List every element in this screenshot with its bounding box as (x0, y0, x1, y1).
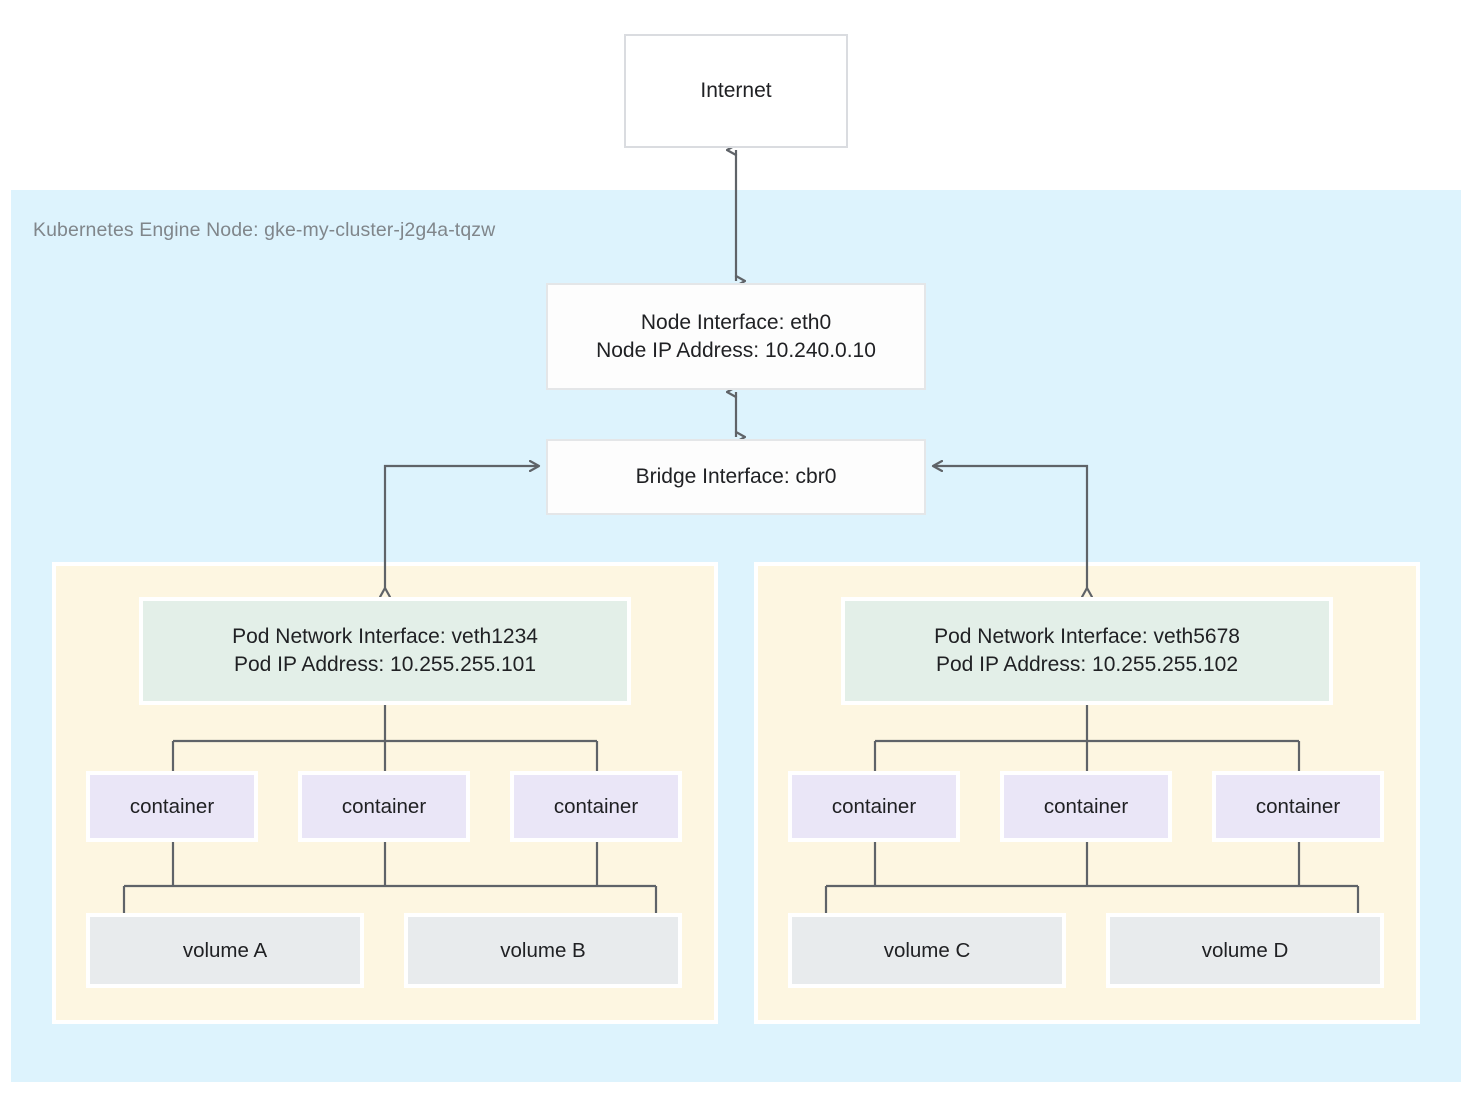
bridge-interface-label: Bridge Interface: cbr0 (635, 465, 837, 489)
container-1-2[interactable]: container (298, 771, 470, 842)
volume-d-label: volume D (1201, 938, 1289, 962)
container-1-1-label: container (129, 794, 215, 818)
pod-network-interface-1-line-1: Pod Network Interface: veth1234 (232, 625, 538, 649)
node-region-label: Kubernetes Engine Node: gke-my-cluster-j… (33, 219, 495, 242)
node-region-label-text: Kubernetes Engine Node: gke-my-cluster-j… (33, 219, 496, 241)
container-2-1[interactable]: container (788, 771, 960, 842)
volume-a[interactable]: volume A (86, 913, 364, 988)
container-1-1[interactable]: container (86, 771, 258, 842)
volume-a-label: volume A (182, 938, 268, 962)
pod-network-interface-2-line-2: Pod IP Address: 10.255.255.102 (935, 653, 1239, 676)
volume-d[interactable]: volume D (1106, 913, 1384, 988)
container-2-3-label: container (1255, 794, 1341, 818)
pod-network-interface-1[interactable]: Pod Network Interface: veth1234 Pod IP A… (139, 597, 631, 705)
node-interface-node[interactable]: Node Interface: eth0 Node IP Address: 10… (546, 283, 926, 390)
volume-c-label: volume C (883, 938, 971, 962)
container-2-3[interactable]: container (1212, 771, 1384, 842)
volume-c[interactable]: volume C (788, 913, 1066, 988)
bridge-interface-node[interactable]: Bridge Interface: cbr0 (546, 439, 926, 515)
volume-b[interactable]: volume B (404, 913, 682, 988)
node-interface-line-1: Node Interface: eth0 (640, 310, 832, 334)
pod-network-interface-2-line-1: Pod Network Interface: veth5678 (934, 625, 1240, 649)
volume-b-label: volume B (500, 938, 586, 962)
pod-network-interface-2[interactable]: Pod Network Interface: veth5678 Pod IP A… (841, 597, 1333, 705)
pod-network-interface-1-line-2: Pod IP Address: 10.255.255.101 (233, 653, 537, 676)
internet-label: Internet (700, 79, 772, 103)
container-2-2-label: container (1043, 794, 1129, 818)
container-1-3[interactable]: container (510, 771, 682, 842)
container-2-2[interactable]: container (1000, 771, 1172, 842)
container-1-3-label: container (553, 794, 639, 818)
container-1-2-label: container (341, 794, 427, 818)
container-2-1-label: container (831, 794, 917, 818)
node-interface-line-2: Node IP Address: 10.240.0.10 (596, 338, 876, 362)
internet-node[interactable]: Internet (624, 34, 848, 148)
